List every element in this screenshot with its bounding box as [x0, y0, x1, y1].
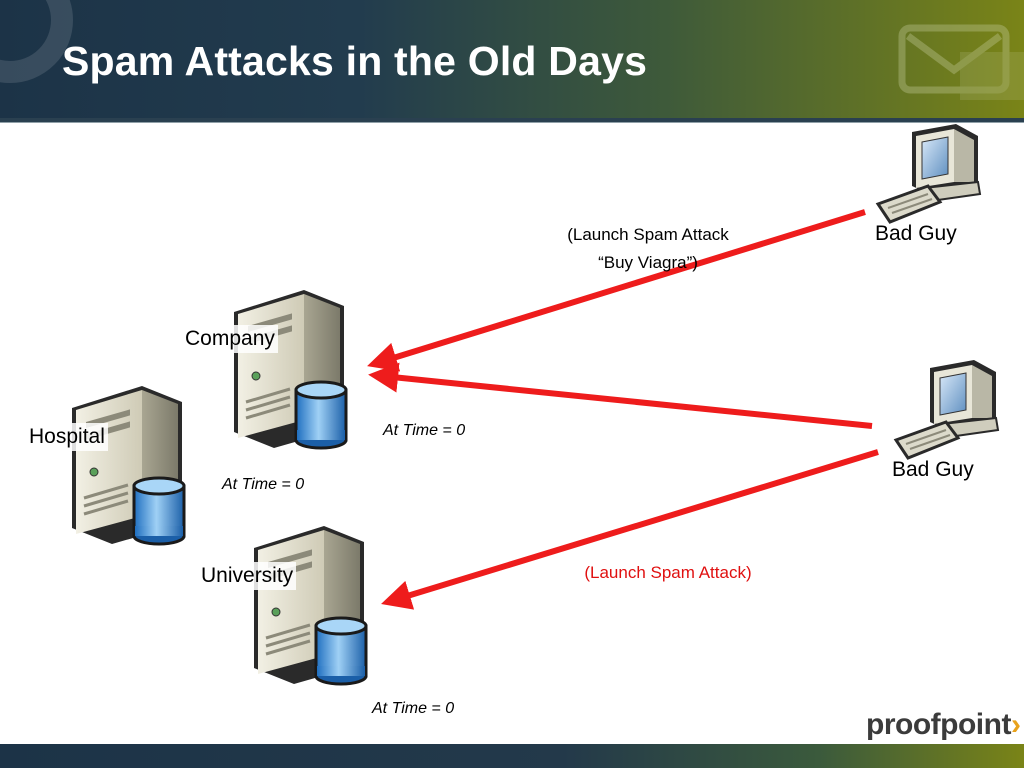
banner-decoration: [0, 0, 1024, 100]
bad-guy-label-top: Bad Guy: [875, 222, 957, 245]
company-label: Company: [182, 325, 278, 353]
bad-guy-computer-icon: [876, 122, 982, 224]
page-title: Spam Attacks in the Old Days: [62, 38, 648, 84]
hospital-label: Hospital: [26, 423, 108, 451]
proofpoint-logo: proofpoint›: [866, 708, 1021, 742]
launch-attack-caption-red: (Launch Spam Attack): [584, 563, 752, 582]
university-server-icon: [252, 524, 368, 686]
time-note-hospital: At Time = 0: [222, 476, 305, 493]
time-note-company: At Time = 0: [383, 422, 466, 439]
attack-arrow-company-from-bottom: [368, 362, 873, 429]
header-divider-line: [0, 122, 1024, 123]
time-note-university: At Time = 0: [372, 700, 455, 717]
logo-mark: ›: [1010, 708, 1021, 741]
bad-guy-label-bottom: Bad Guy: [892, 458, 974, 481]
logo-text: proofpoint: [866, 708, 1011, 741]
company-server-icon: [232, 288, 348, 450]
university-label: University: [198, 562, 297, 590]
header-divider: [0, 118, 1024, 122]
launch-attack-caption-line2: “Buy Viagra”): [598, 253, 698, 272]
footer-bar: [0, 744, 1024, 768]
launch-attack-caption-line1: (Launch Spam Attack: [567, 225, 729, 244]
attack-arrow-company-from-top: [367, 209, 866, 372]
hospital-server-icon: [70, 384, 186, 546]
attack-arrow-university: [381, 449, 879, 610]
bad-guy-computer-icon: [894, 358, 1000, 460]
envelope-icon: [898, 24, 1024, 100]
title-banner: Spam Attacks in the Old Days: [0, 0, 1024, 118]
